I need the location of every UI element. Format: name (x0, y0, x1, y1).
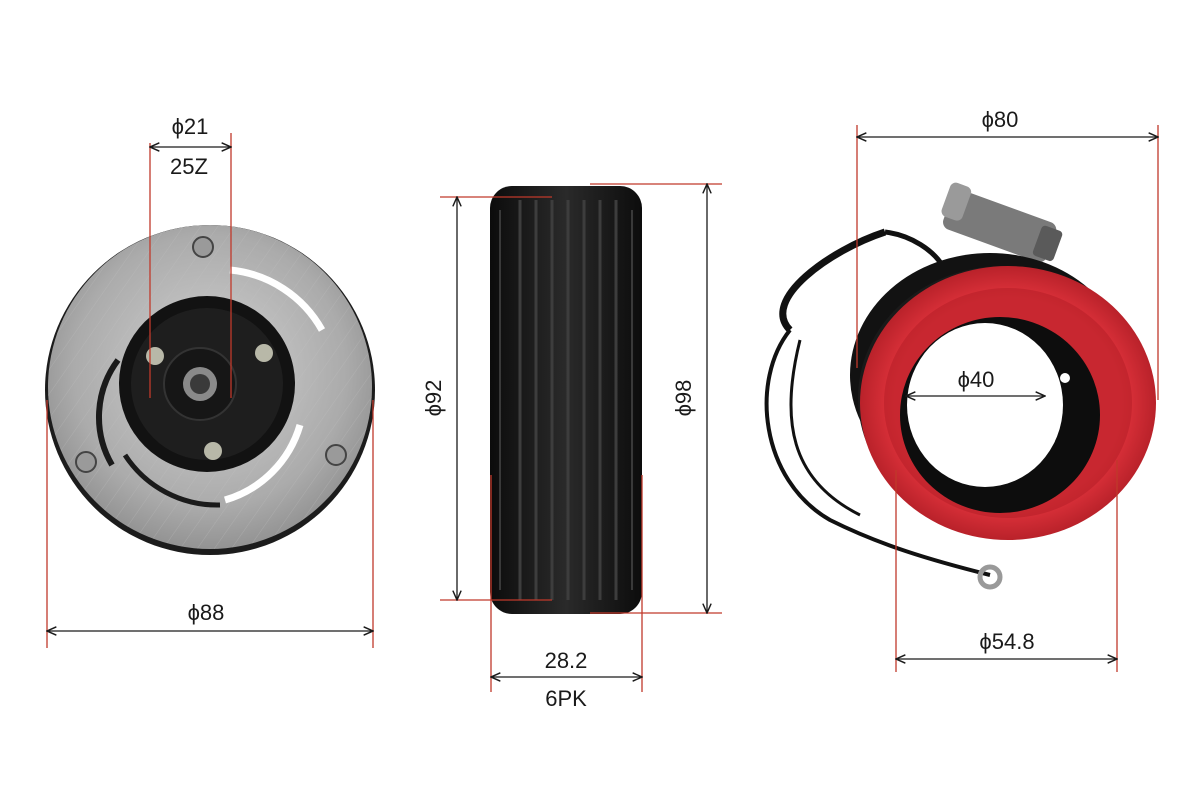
belt-type-label: 6PK (545, 686, 587, 711)
outer-diameter-label: ϕ98 (671, 380, 696, 417)
pulley-figure (490, 186, 642, 614)
hub-plate-figure (45, 225, 375, 555)
hub-diameter-label: ϕ88 (188, 600, 225, 625)
coil-outer-diameter-label: ϕ80 (982, 107, 1019, 132)
spline-count-label: 25Z (170, 154, 208, 179)
groove-diameter-label: ϕ92 (421, 380, 446, 417)
coil-dimension-lines (857, 125, 1158, 672)
base-diameter-label: ϕ54.8 (979, 629, 1034, 654)
pulley-width-label: 28.2 (545, 648, 588, 673)
hub-dimension-lines (47, 133, 373, 648)
coil-bore-diameter-label: ϕ40 (958, 367, 995, 392)
shaft-diameter-label: ϕ21 (172, 114, 209, 139)
pulley-dimension-lines (440, 184, 722, 692)
field-coil-figure (764, 182, 1156, 590)
